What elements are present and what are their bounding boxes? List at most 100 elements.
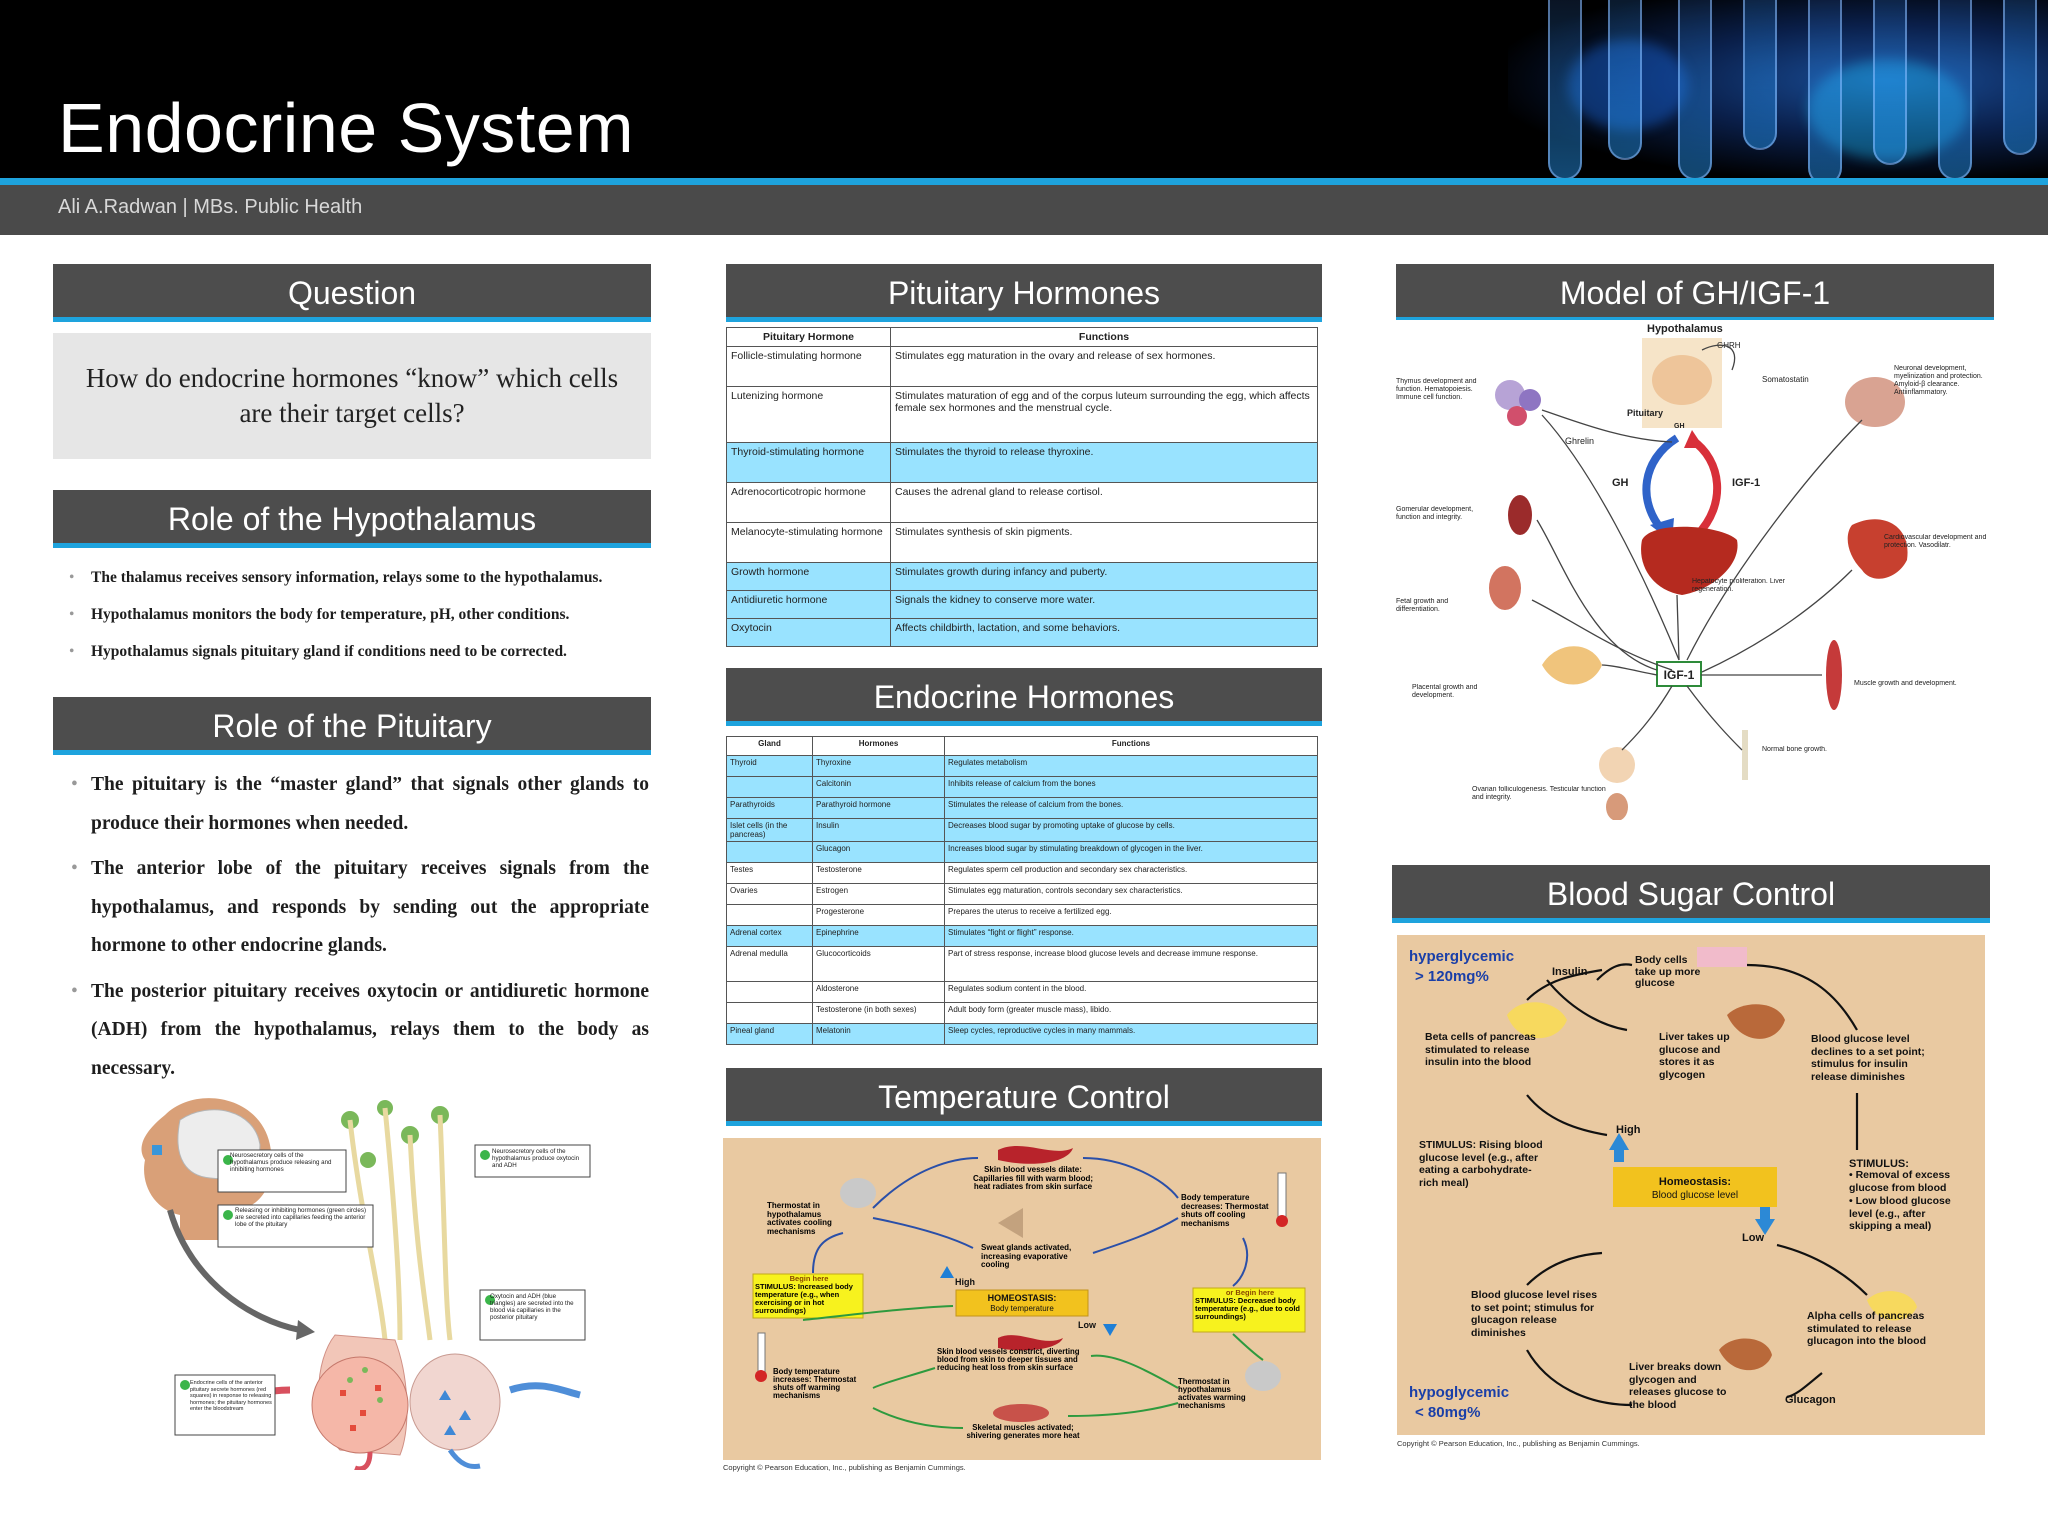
hyperglycemic-value: > 120mg% bbox=[1415, 968, 1489, 985]
gland-cell bbox=[726, 776, 813, 798]
diagram-label: Liver takes up glucose and stores it as … bbox=[1659, 1031, 1730, 1081]
pancreas-icon bbox=[1507, 1002, 1567, 1039]
column-header: Pituitary Hormone bbox=[726, 327, 891, 347]
diagram-label: Thermostat in hypothalamus activates coo… bbox=[767, 1202, 832, 1236]
diagram-label: Cardiovascular development and protectio… bbox=[1884, 534, 1987, 549]
function-cell: Sleep cycles, reproductive cycles in man… bbox=[944, 1023, 1318, 1045]
list-item: •Hypothalamus monitors the body for temp… bbox=[69, 606, 570, 623]
stimulus-label: • Removal of excess glucose from blood bbox=[1849, 1169, 1951, 1194]
gland-cell: Adrenal medulla bbox=[726, 946, 813, 982]
kidney-icon bbox=[1508, 495, 1532, 535]
diagram-label: Body temperature decreases: Thermostat s… bbox=[1181, 1194, 1269, 1228]
function-cell: Stimulates egg maturation in the ovary a… bbox=[890, 346, 1318, 387]
hormone-cell: Growth hormone bbox=[726, 562, 891, 591]
gland-cell: Pineal gland bbox=[726, 1023, 813, 1045]
pituitary-hormones-table: Pituitary Hormone Functions Follicle-sti… bbox=[726, 327, 1318, 647]
liver-icon bbox=[1641, 526, 1738, 595]
blood-sugar-diagram: hyperglycemic > 120mg% Insulin Body cell… bbox=[1397, 935, 1985, 1435]
function-cell: Decreases blood sugar by promoting uptak… bbox=[944, 818, 1318, 842]
function-cell: Regulates sperm cell production and seco… bbox=[944, 862, 1318, 884]
column-header: Functions bbox=[944, 736, 1318, 756]
temperature-heading: Temperature Control bbox=[726, 1068, 1322, 1126]
gland-cell: Ovaries bbox=[726, 883, 813, 905]
heart-icon bbox=[1847, 519, 1908, 579]
hormone-cell: Melatonin bbox=[812, 1023, 945, 1045]
gh-label: GH bbox=[1612, 477, 1629, 489]
somatostatin-label: Somatostatin bbox=[1762, 375, 1809, 384]
temperature-copyright: Copyright © Pearson Education, Inc., pub… bbox=[723, 1463, 966, 1472]
column-header: Hormones bbox=[812, 736, 945, 756]
function-cell: Stimulates “fight or flight” response. bbox=[944, 925, 1318, 947]
blood-sugar-copyright: Copyright © Pearson Education, Inc., pub… bbox=[1397, 1439, 1640, 1448]
ovary-icon bbox=[1599, 747, 1635, 783]
blood-sugar-heading: Blood Sugar Control bbox=[1392, 865, 1990, 923]
gh-model-heading: Model of GH/IGF-1 bbox=[1396, 264, 1994, 322]
list-item: •The pituitary is the “master gland” tha… bbox=[71, 774, 649, 834]
function-cell: Stimulates synthesis of skin pigments. bbox=[890, 522, 1318, 563]
pituitary-bullets: •The pituitary is the “master gland” tha… bbox=[53, 766, 649, 1095]
diagram-label: Normal bone growth. bbox=[1762, 746, 1827, 753]
gland-cell bbox=[726, 904, 813, 926]
figure-label: Oxytocin and ADH (blue triangles) are se… bbox=[490, 1293, 574, 1321]
figure-label: Releasing or inhibiting hormones (green … bbox=[235, 1207, 367, 1228]
function-cell: Stimulates growth during infancy and pub… bbox=[890, 562, 1318, 591]
hormone-cell: Testosterone (in both sexes) bbox=[812, 1002, 945, 1024]
igf1-label: IGF-1 bbox=[1732, 477, 1760, 489]
function-cell: Signals the kidney to conserve more wate… bbox=[890, 590, 1318, 619]
function-cell: Stimulates maturation of egg and of the … bbox=[890, 386, 1318, 443]
stimulus-label: STIMULUS: Increased body temperature (e.… bbox=[755, 1282, 853, 1315]
hormone-cell: Insulin bbox=[812, 818, 945, 842]
question-heading: Question bbox=[53, 264, 651, 322]
gland-cell: Parathyroids bbox=[726, 797, 813, 819]
liver-icon bbox=[1727, 1004, 1785, 1039]
diagram-label: Body cells take up more glucose bbox=[1635, 955, 1701, 989]
pituitary-heading: Role of the Pituitary bbox=[53, 697, 651, 755]
list-item: •The thalamus receives sensory informati… bbox=[69, 569, 603, 586]
author-band bbox=[0, 185, 2048, 235]
diagram-label: Placental growth and development. bbox=[1412, 684, 1478, 699]
diagram-label: Thymus development and function. Hematop… bbox=[1396, 378, 1477, 401]
bone-icon bbox=[1742, 730, 1748, 780]
diagram-label: Beta cells of pancreas stimulated to rel… bbox=[1425, 1031, 1536, 1068]
diagram-label: Sweat glands activated, increasing evapo… bbox=[981, 1244, 1072, 1269]
pituitary-label: Pituitary bbox=[1627, 408, 1663, 418]
ghrelin-label: Ghrelin bbox=[1565, 436, 1594, 446]
glucagon-label: Glucagon bbox=[1785, 1394, 1836, 1406]
diagram-label: Alpha cells of pancreas stimulated to re… bbox=[1807, 1310, 1926, 1347]
figure-label: Neurosecretory cells of the hypothalamus… bbox=[230, 1152, 332, 1173]
diagram-label: Skin blood vessels dilate: Capillaries f… bbox=[973, 1166, 1093, 1191]
hormone-cell: Thyroxine bbox=[812, 755, 945, 777]
hypothalamus-label: Hypothalamus bbox=[1647, 323, 1723, 335]
thymus-icon bbox=[1495, 380, 1525, 410]
gland-cell: Testes bbox=[726, 862, 813, 884]
hormone-cell: Glucocorticoids bbox=[812, 946, 945, 982]
homeostasis-label: HOMEOSTASIS: bbox=[988, 1293, 1057, 1303]
accent-line bbox=[0, 178, 2048, 185]
function-cell: Stimulates the thyroid to release thyrox… bbox=[890, 442, 1318, 483]
gland-cell: Thyroid bbox=[726, 755, 813, 777]
diagram-label: Hepatocyte proliferation. Liver regenera… bbox=[1692, 578, 1785, 593]
placenta-icon bbox=[1542, 646, 1602, 685]
diagram-label: Blood glucose level declines to a set po… bbox=[1811, 1033, 1925, 1083]
list-item: •The anterior lobe of the pituitary rece… bbox=[71, 858, 649, 956]
hormone-cell: Progesterone bbox=[812, 904, 945, 926]
hormone-cell: Lutenizing hormone bbox=[726, 386, 891, 443]
test-tubes-image bbox=[1508, 0, 2048, 178]
homeostasis-sub-label: Body temperature bbox=[990, 1304, 1054, 1313]
hyperglycemic-label: hyperglycemic bbox=[1409, 948, 1514, 965]
list-item: •Hypothalamus signals pituitary gland if… bbox=[69, 643, 567, 660]
brain-icon bbox=[1845, 377, 1905, 427]
hormone-cell: Calcitonin bbox=[812, 776, 945, 798]
column-header: Functions bbox=[890, 327, 1318, 347]
hormone-cell: Thyroid-stimulating hormone bbox=[726, 442, 891, 483]
figure-label: Neurosecretory cells of the hypothalamus… bbox=[492, 1148, 580, 1169]
gland-cell: Islet cells (in the pancreas) bbox=[726, 818, 813, 842]
